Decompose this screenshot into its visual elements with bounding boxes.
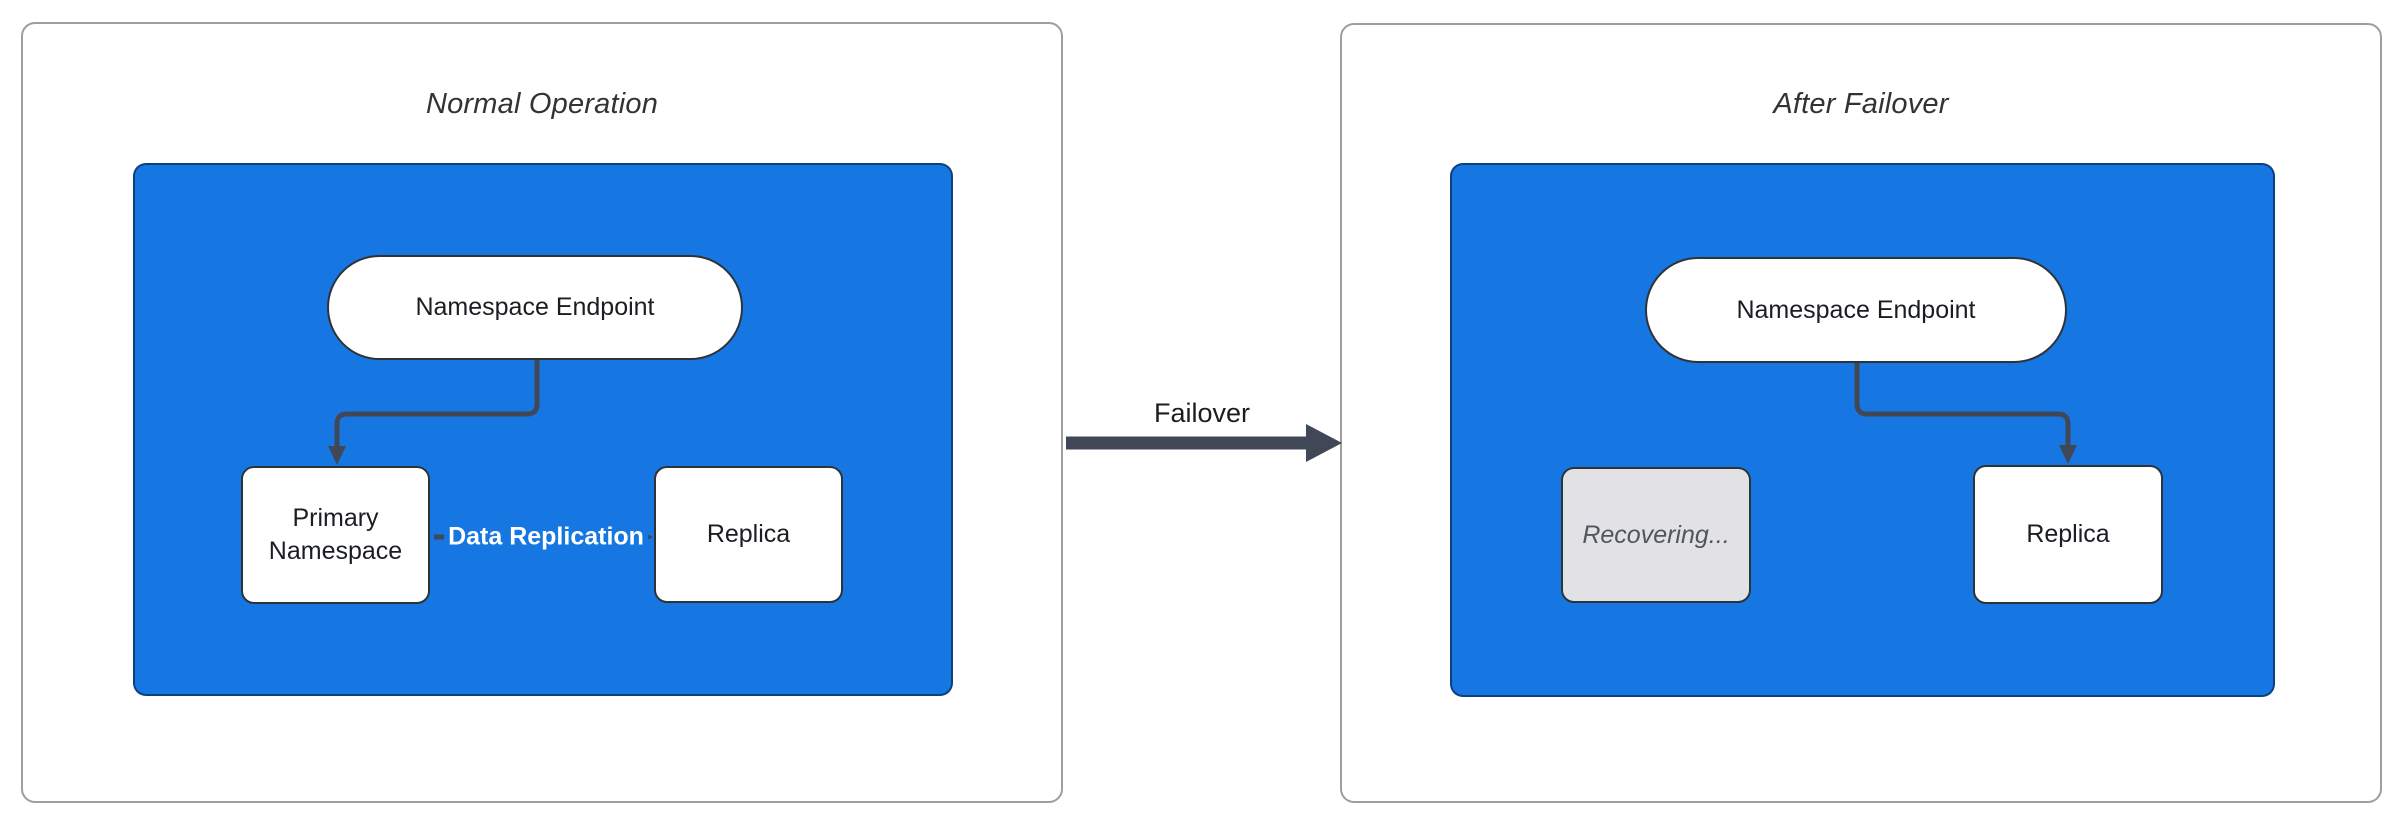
edge-label-data-replication: Data Replication xyxy=(444,521,648,553)
node-namespace-endpoint-right: Namespace Endpoint xyxy=(1645,257,2067,363)
cluster-after-failover xyxy=(1450,163,2275,697)
node-namespace-endpoint-left: Namespace Endpoint xyxy=(327,255,743,360)
failover-label: Failover xyxy=(1153,398,1251,428)
node-label: Namespace Endpoint xyxy=(1736,295,1976,324)
node-label: Recovering... xyxy=(1582,520,1730,549)
node-replica-right: Replica xyxy=(1973,465,2163,604)
failover-arrowhead xyxy=(1306,424,1342,462)
node-label: Replica xyxy=(2026,520,2110,548)
node-replica-left: Replica xyxy=(654,466,843,603)
node-recovering: Recovering... xyxy=(1561,467,1751,603)
node-label: Namespace Endpoint xyxy=(415,293,655,321)
node-primary-namespace: Primary Namespace xyxy=(241,466,430,604)
panel-title-after-failover: After Failover xyxy=(1773,88,1949,120)
node-label: Primary Namespace xyxy=(268,504,403,565)
node-label: Replica xyxy=(706,520,791,548)
panel-title-normal-operation: Normal Operation xyxy=(425,88,659,120)
cluster-normal-operation xyxy=(133,163,953,696)
